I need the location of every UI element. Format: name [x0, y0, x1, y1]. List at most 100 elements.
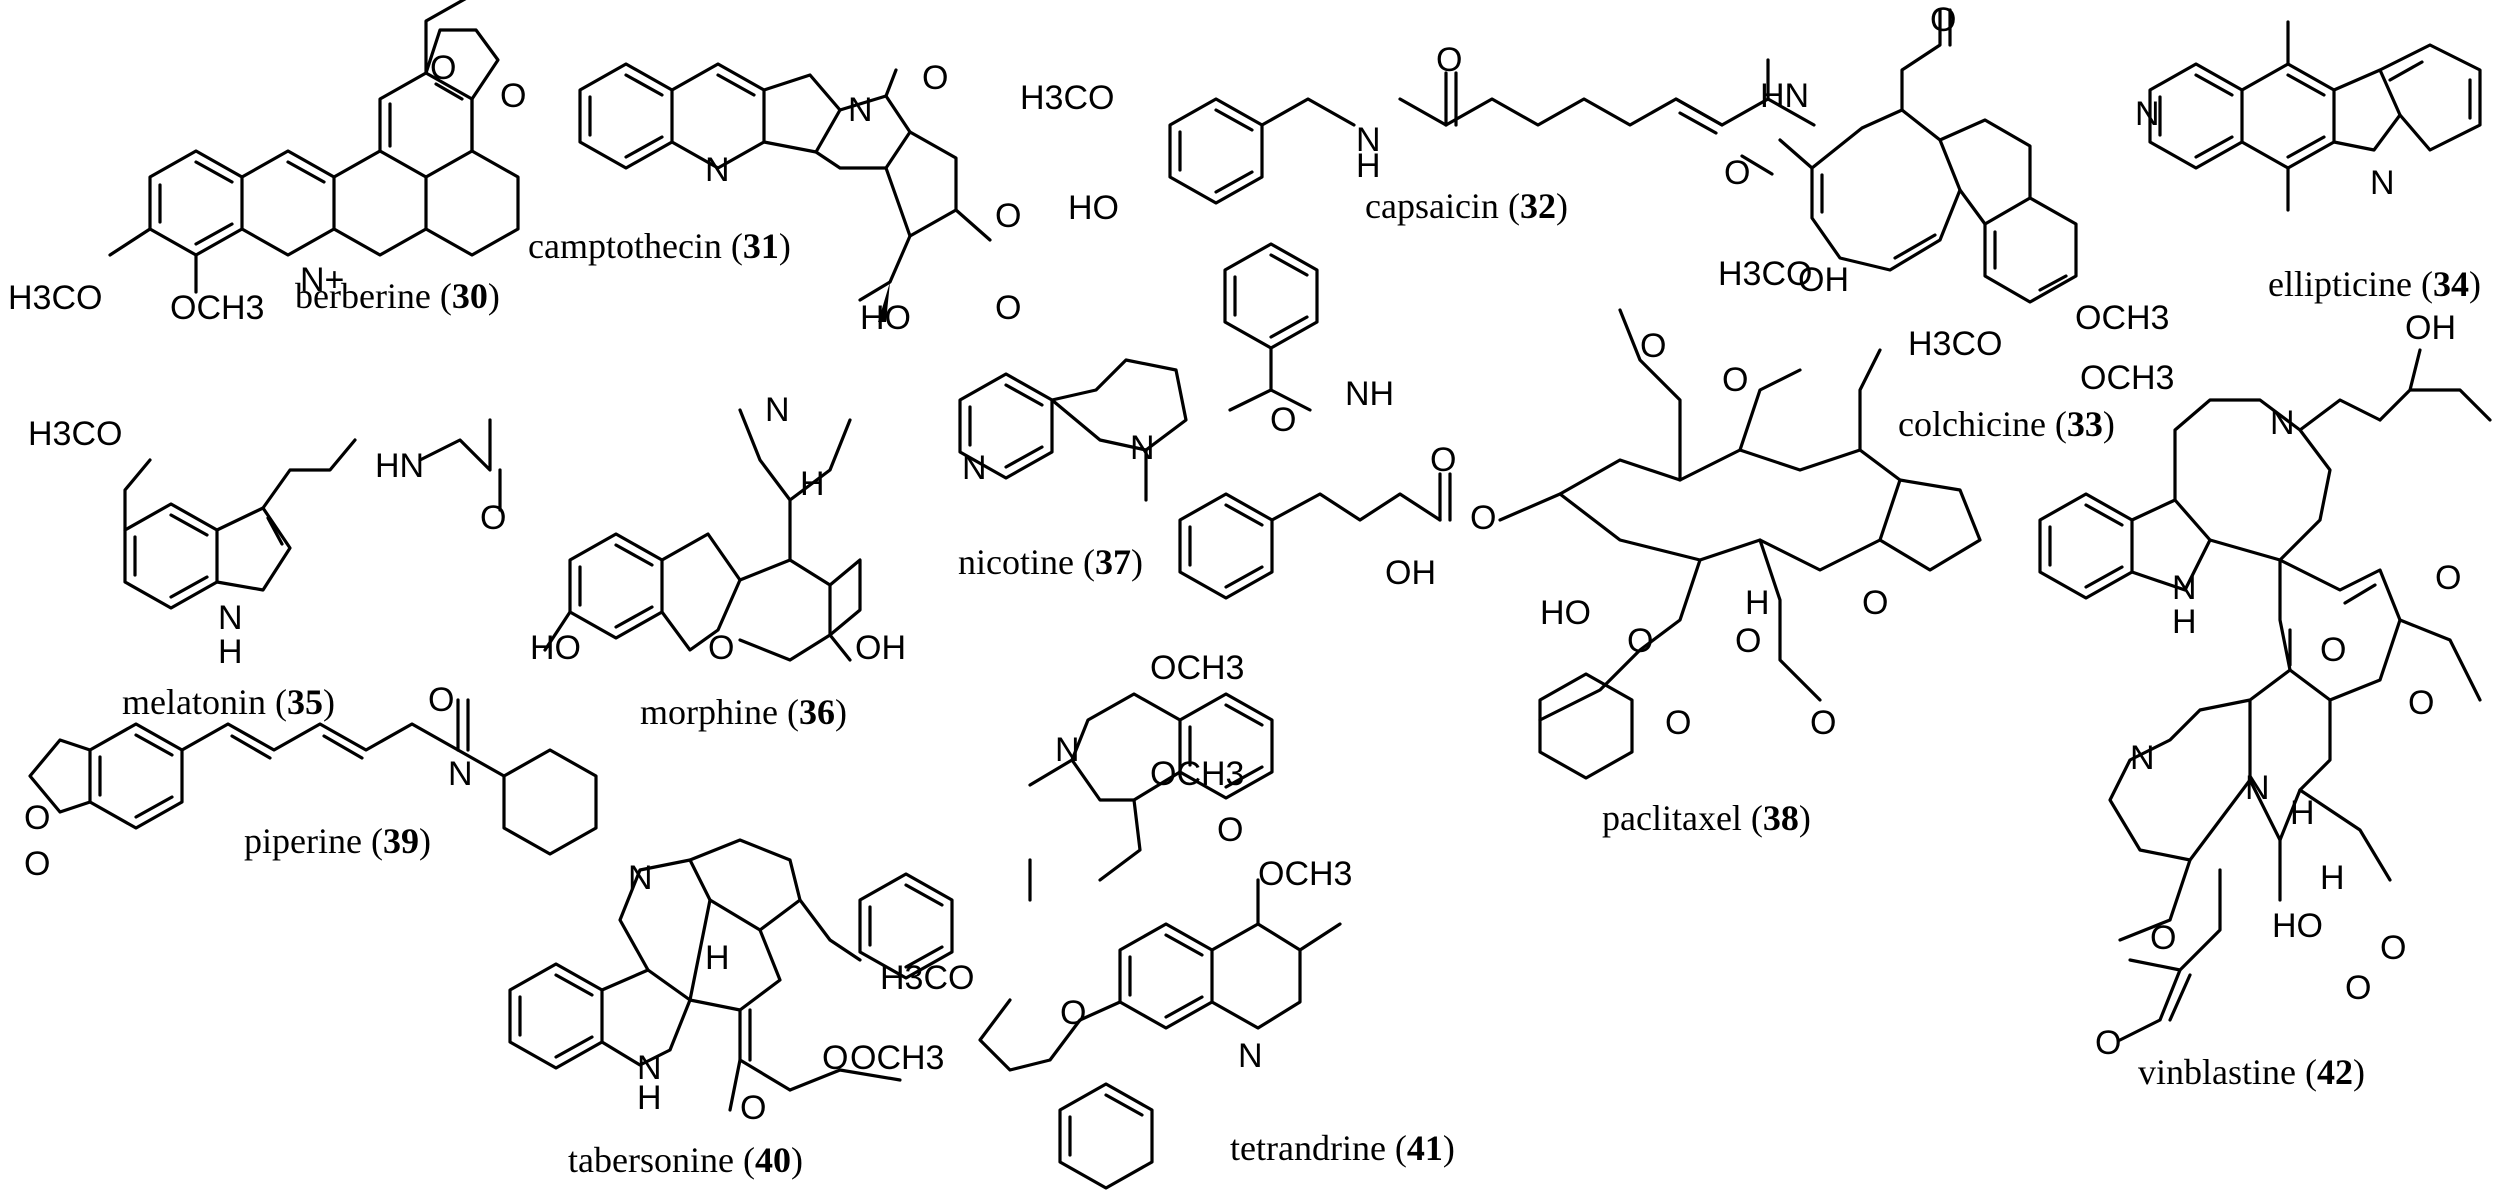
label-o: O	[1722, 361, 1748, 399]
label-o: O	[1810, 704, 1836, 742]
structure-ellipticine	[2148, 20, 2482, 212]
label-oh: OH	[855, 629, 906, 667]
label-n: N	[2245, 769, 2270, 807]
label-och3: OCH3	[2080, 359, 2174, 397]
label-o: O	[740, 1089, 766, 1127]
label-h: H	[705, 939, 730, 977]
label-o: O	[708, 629, 734, 667]
label-oh: OH	[1798, 261, 1849, 299]
label-ho: HO	[2272, 907, 2323, 945]
label-h: H	[2172, 603, 2197, 641]
label-h: H	[800, 465, 825, 503]
label-n: N	[848, 91, 873, 129]
label-o: O	[995, 289, 1021, 327]
label-o: O	[1735, 622, 1761, 660]
label-oh: OH	[1385, 554, 1436, 592]
label-h3co: H3CO	[1908, 325, 2002, 363]
label-n: N	[2130, 739, 2155, 777]
label-ho: HO	[1068, 189, 1119, 227]
label-h: H	[1356, 147, 1381, 185]
label-h: H	[637, 1079, 662, 1117]
label-o: O	[2345, 969, 2371, 1007]
label-o: O	[2435, 559, 2461, 597]
label-o: O	[1930, 1, 1956, 39]
structure-piperine	[28, 698, 598, 856]
label-n: N	[628, 859, 653, 897]
label-o: O	[24, 845, 50, 883]
label-ho: HO	[1540, 594, 1591, 632]
label-n: N	[765, 391, 790, 429]
label-nh: NH	[1345, 375, 1394, 413]
label-o: O	[2320, 631, 2346, 669]
label-nh: N	[1356, 121, 1381, 159]
label-h3co: H3CO	[28, 415, 122, 453]
label-h: H	[218, 633, 243, 671]
label-och3: OCH3	[170, 289, 264, 327]
label-ho: HO	[530, 629, 581, 667]
label-nplus: N+	[300, 261, 344, 299]
structure-colchicine	[1740, 8, 2078, 304]
label-n: N	[218, 599, 243, 637]
label-o: O	[1627, 622, 1653, 660]
label-o: O	[500, 77, 526, 115]
label-n: N	[2270, 404, 2295, 442]
label-n: N	[962, 449, 987, 487]
structure-capsaicin	[1168, 58, 1816, 205]
label-n: N	[705, 151, 730, 189]
label-n: N	[1238, 1037, 1263, 1075]
label-hn: HN	[1760, 77, 1809, 115]
label-h3co: H3CO	[1718, 255, 1812, 293]
label-o: O	[480, 499, 506, 537]
caption-nicotine: nicotine (37)	[958, 542, 1143, 582]
label-n: N	[2135, 95, 2160, 133]
label-o: O	[995, 197, 1021, 235]
label-o: O	[1430, 441, 1456, 479]
caption-camptothecin: camptothecin (31)	[528, 226, 791, 266]
label-o: O	[1724, 154, 1750, 192]
label-n: N	[448, 755, 473, 793]
structure-morphine	[543, 408, 862, 662]
label-o: O	[2380, 929, 2406, 967]
caption-berberine: berberine (30)	[295, 276, 500, 316]
label-och3: OCH3	[1150, 649, 1244, 687]
label-h: H	[2320, 859, 2345, 897]
label-o: O	[1217, 811, 1243, 849]
label-och3: OCH3	[850, 1039, 944, 1077]
label-o: O	[1862, 584, 1888, 622]
label-o: O	[428, 681, 454, 719]
label-n: N	[1130, 429, 1155, 467]
label-o: O	[1060, 994, 1086, 1032]
label-h3co: H3CO	[8, 279, 102, 317]
label-oh: OH	[2405, 309, 2456, 347]
structure-tabersonine	[508, 838, 902, 1112]
structure-paclitaxel	[1178, 242, 1982, 780]
caption-morphine: morphine (36)	[640, 692, 847, 732]
structure-berberine	[108, 0, 520, 294]
label-hn: HN	[375, 447, 424, 485]
structure-camptothecin	[578, 62, 992, 322]
atom-labels: H3CO OCH3 N+ O O N N O O O HO H3CO HO N …	[8, 1, 2461, 1127]
label-n: N	[637, 1049, 662, 1087]
label-h3co: H3CO	[880, 959, 974, 997]
label-o: O	[2150, 919, 2176, 957]
label-och3: OCH3	[1258, 855, 1352, 893]
caption-vinblastine: vinblastine (42)	[2138, 1052, 2365, 1092]
label-ho: HO	[860, 299, 911, 337]
structure-vinblastine	[2038, 348, 2492, 1042]
caption-tabersonine: tabersonine (40)	[568, 1140, 803, 1180]
label-o: O	[822, 1039, 848, 1077]
label-o: O	[2408, 684, 2434, 722]
caption-ellipticine: ellipticine (34)	[2268, 264, 2481, 304]
structure-tetrandrine	[858, 692, 1342, 1190]
label-och3: OCH3	[1150, 755, 1244, 793]
label-o: O	[2095, 1024, 2121, 1062]
caption-piperine: piperine (39)	[244, 821, 431, 861]
label-o: O	[1270, 401, 1296, 439]
label-h: H	[1745, 584, 1770, 622]
label-och3: OCH3	[2075, 299, 2169, 337]
caption-melatonin: melatonin (35)	[122, 682, 335, 722]
caption-colchicine: colchicine (33)	[1898, 404, 2115, 444]
label-o: O	[1665, 704, 1691, 742]
